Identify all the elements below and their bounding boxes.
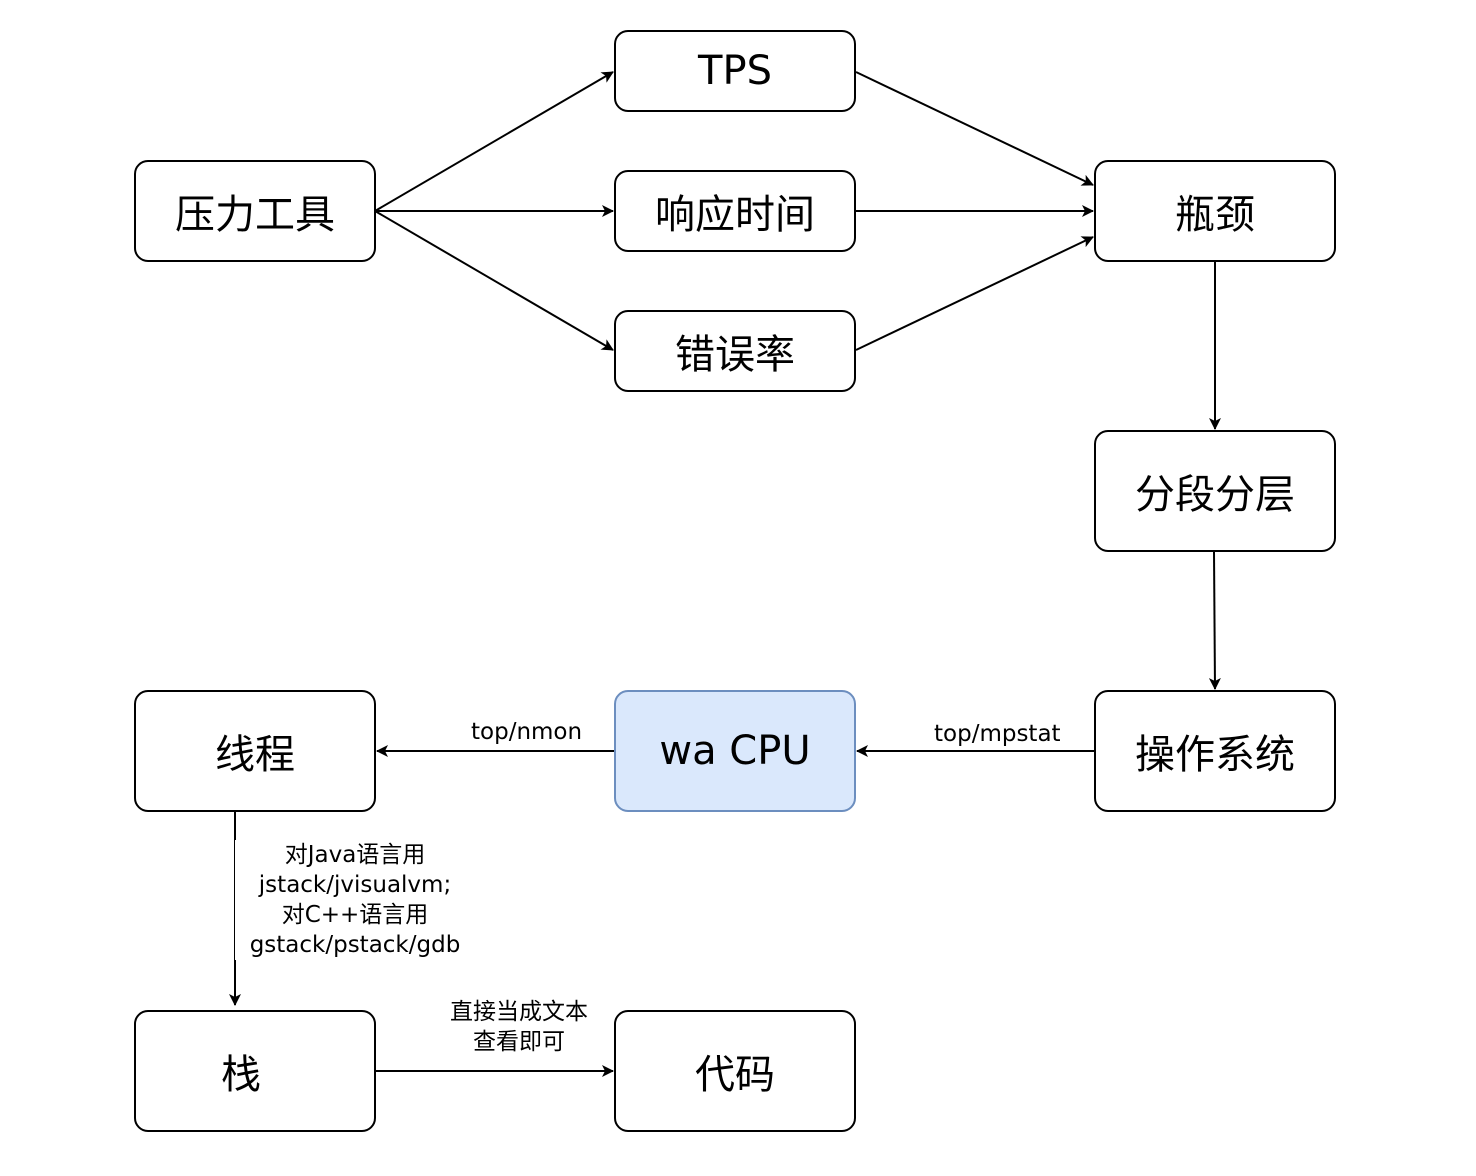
label-line: 对Java语言用	[284, 842, 426, 868]
node-segment-layer[interactable]: 分段分层	[1094, 430, 1336, 552]
edge-label-os-to-wacpu: top/mpstat	[930, 719, 1065, 749]
label-line: 对C++语言用	[281, 902, 429, 928]
node-stack[interactable]: 栈	[134, 1010, 376, 1132]
label-line: jstack/jvisualvm;	[258, 872, 452, 898]
edge-label-wacpu-to-thread: top/nmon	[467, 717, 587, 747]
edge-pressure-to-error	[374, 210, 614, 351]
node-thread[interactable]: 线程	[134, 690, 376, 812]
node-operating-system[interactable]: 操作系统	[1094, 690, 1336, 812]
label-line: gstack/pstack/gdb	[249, 932, 461, 958]
node-response-time[interactable]: 响应时间	[614, 170, 856, 252]
node-tps[interactable]: TPS	[614, 30, 856, 112]
edge-label-thread-to-stack: 对Java语言用 jstack/jvisualvm; 对C++语言用 gstac…	[235, 840, 475, 960]
label-line: 直接当成文本	[450, 999, 588, 1025]
node-wa-cpu[interactable]: wa CPU	[614, 690, 856, 812]
edge-tps-to-bottleneck	[855, 71, 1094, 186]
node-code[interactable]: 代码	[614, 1010, 856, 1132]
edge-error-to-bottleneck	[855, 236, 1094, 351]
node-pressure-tool[interactable]: 压力工具	[134, 160, 376, 262]
edge-label-stack-to-code: 直接当成文本 查看即可	[429, 997, 609, 1057]
label-line: 查看即可	[473, 1029, 565, 1055]
node-bottleneck[interactable]: 瓶颈	[1094, 160, 1336, 262]
edge-pressure-to-tps	[374, 71, 614, 212]
node-error-rate[interactable]: 错误率	[614, 310, 856, 392]
edge-segment-to-os	[1208, 551, 1221, 690]
